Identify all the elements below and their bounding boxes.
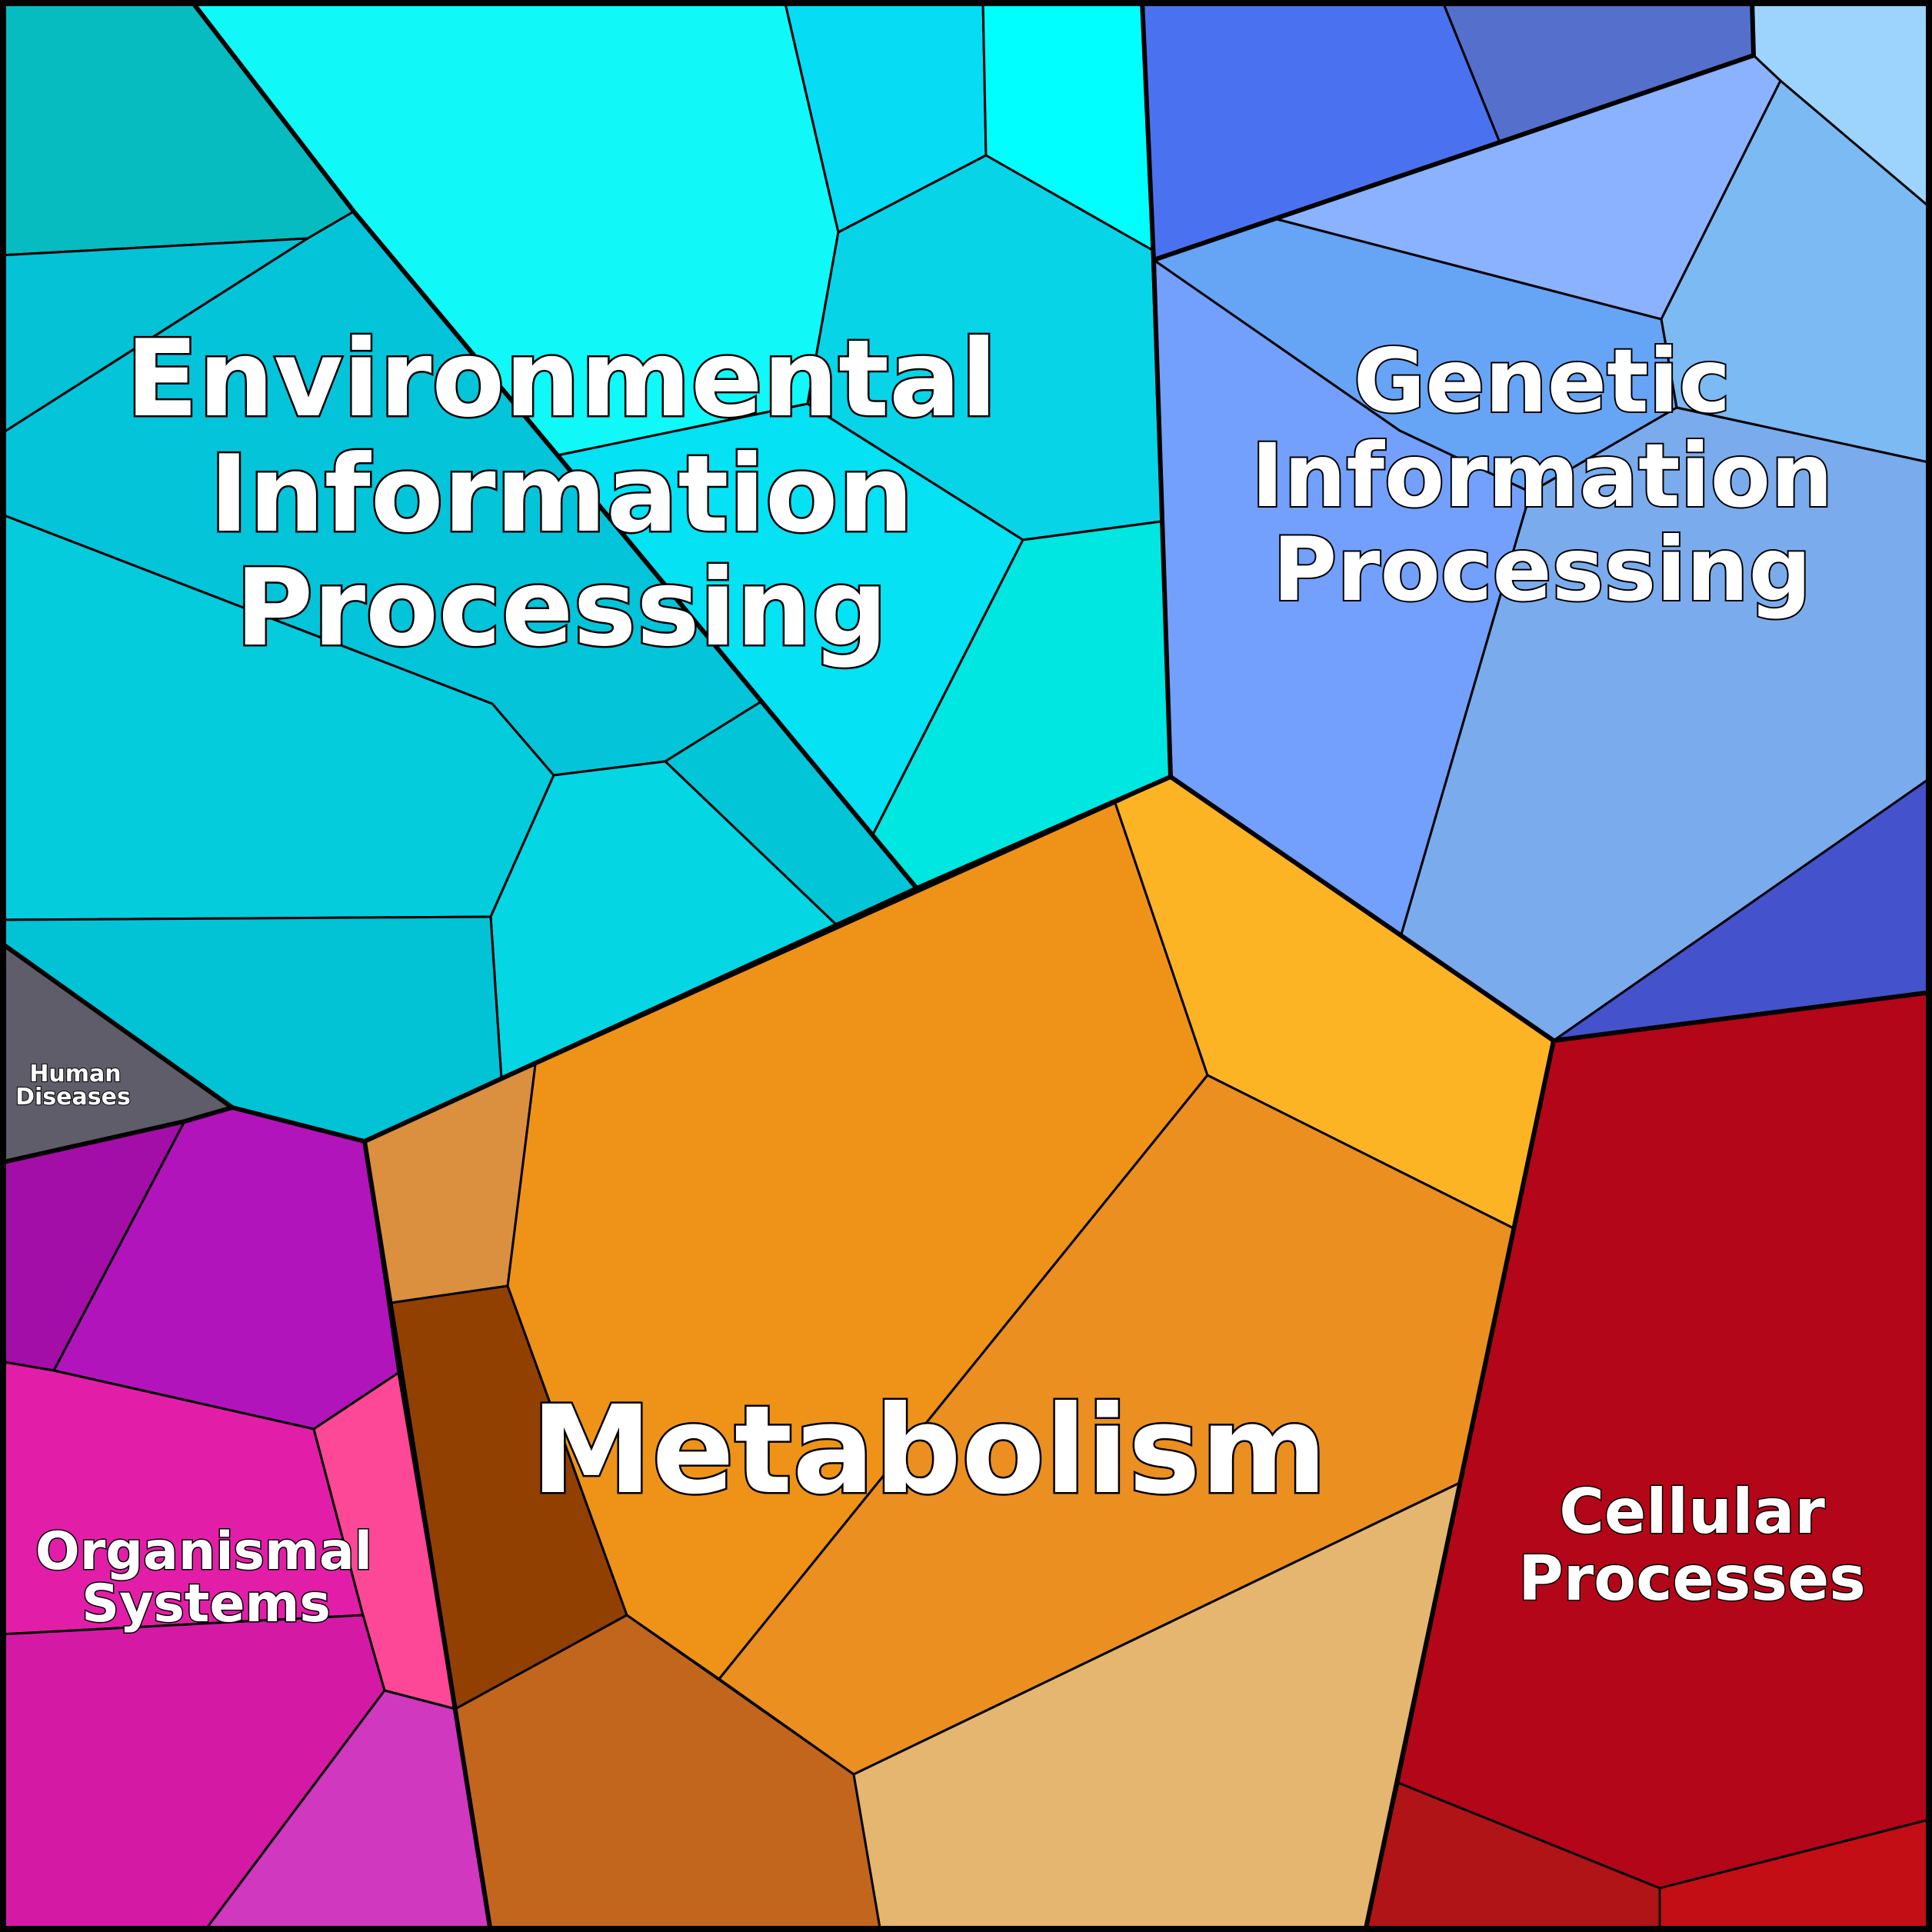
label-env-line-1: Environmental — [126, 317, 998, 441]
label-environmental-information-processing: Environmental Information Processing — [124, 315, 999, 672]
label-genetic-information-processing: Genetic Information Processing — [1250, 328, 1834, 622]
category-boundary-env-gen — [1140, 0, 1173, 778]
label-cel-line-1: Cellular — [1559, 1476, 1825, 1547]
label-hum-line-2: Diseases — [15, 1084, 131, 1111]
label-hum-line-1: Human — [29, 1061, 121, 1088]
label-env-line-2: Information — [209, 432, 914, 556]
region-metabolism — [363, 775, 1555, 1932]
label-human-diseases: Human Diseases — [15, 1060, 132, 1111]
label-gen-line-1: Genetic — [1354, 330, 1731, 432]
label-gen-line-3: Processing — [1273, 518, 1812, 621]
label-gen-line-2: Information — [1251, 425, 1833, 527]
gen-inner-boundary — [1153, 0, 1756, 262]
region-cellular-processes — [1364, 991, 1932, 1932]
category-boundary-metabolism-cellular — [1363, 1040, 1556, 1932]
org-cell-6 — [202, 1689, 492, 1932]
category-boundary-metabolism-organismal — [362, 1141, 493, 1932]
label-organismal-systems: Organismal Systems — [34, 1521, 373, 1636]
category-boundary-human-organismal — [0, 1105, 233, 1165]
label-org-line-2: Systems — [82, 1574, 331, 1634]
region-environmental-information-processing — [0, 0, 1172, 1143]
label-env-line-3: Processing — [235, 546, 888, 670]
label-metabolism: Metabolism — [529, 1378, 1329, 1524]
label-metabolism-line-1: Metabolism — [531, 1380, 1327, 1521]
label-cellular-processes: Cellular Processes — [1517, 1475, 1867, 1616]
label-org-line-1: Organismal — [35, 1521, 372, 1582]
cel-cell-3 — [1658, 1817, 1932, 1932]
met-cell-7 — [852, 1481, 1461, 1932]
label-cel-line-2: Processes — [1518, 1543, 1866, 1614]
region-organismal-systems — [0, 1106, 492, 1932]
env-inner-boundary — [188, 0, 919, 890]
region-genetic-information-processing — [1141, 0, 1932, 1042]
